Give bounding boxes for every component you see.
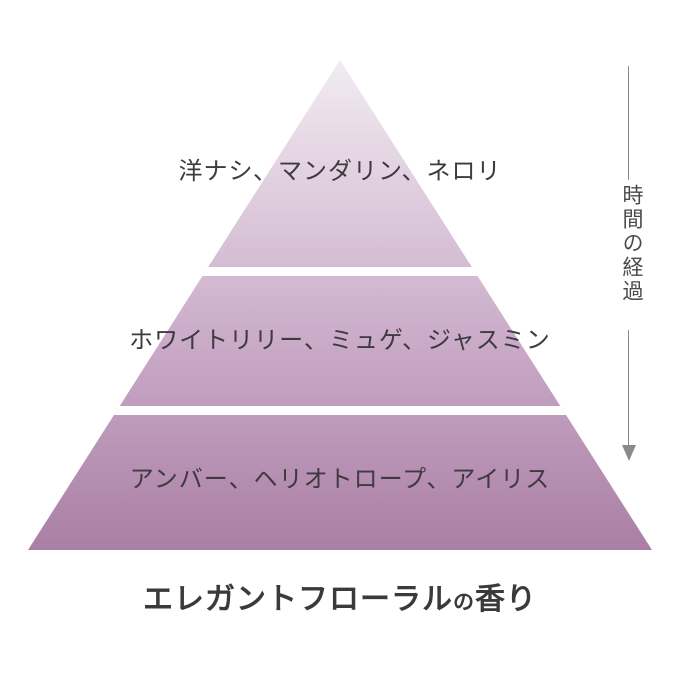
top-notes-label: 洋ナシ、マンダリン、ネロリ [178, 158, 502, 185]
arrow-down-icon [622, 445, 636, 461]
tier-divider-bottom [28, 406, 652, 415]
time-arrow-line-lower [628, 330, 629, 445]
time-passage-label: 時間の経過 [620, 184, 643, 304]
middle-notes-label: ホワイトリリー、ミュゲ、ジャスミン [129, 327, 551, 354]
diagram-title: エレガントフローラルの香り [0, 574, 680, 618]
tier-divider-top [28, 267, 652, 276]
time-arrow-line-upper [628, 66, 629, 180]
base-notes-label: アンバー、ヘリオトロープ、アイリス [129, 466, 551, 493]
title-main: エレガントフローラル [143, 583, 453, 616]
title-suffix: 香り [475, 583, 537, 616]
title-particle: の [453, 591, 475, 614]
